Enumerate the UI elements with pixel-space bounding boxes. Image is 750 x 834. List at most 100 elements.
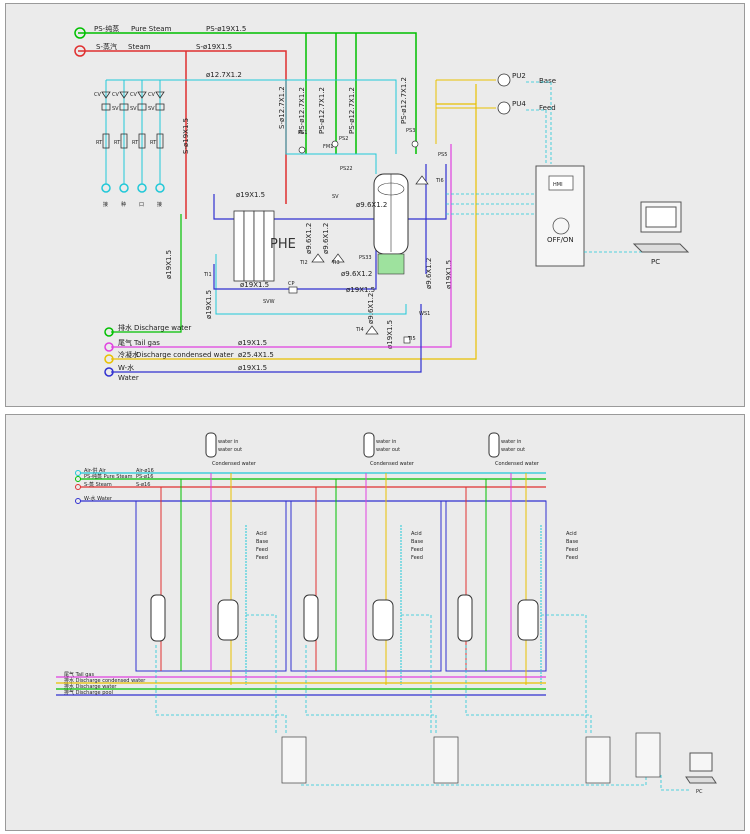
control-cabinet: [535, 165, 585, 267]
header-line-water: W-水 Water: [84, 495, 113, 502]
ps5-tag: PS5: [438, 152, 447, 158]
phe-label: PHE: [270, 237, 296, 252]
water-riser-size: ø19X1.5: [165, 250, 173, 279]
d96-size-f: ø9.6X1.2: [356, 201, 387, 209]
d19-size-f: ø19X1.5: [386, 320, 394, 349]
unit2-tap-out: water out: [376, 447, 400, 453]
sv-tag-3: SV: [148, 106, 155, 112]
pu2-name: Base: [539, 77, 556, 85]
header-line-steam: S-蒸 Steam: [84, 481, 112, 488]
bottom-process-diagram: Air-供 Air Air-ø16 PS-纯蒸 Pure Steam PS-ø1…: [56, 432, 717, 795]
rt-tag: RT: [96, 140, 103, 146]
condensed-size: ø25.4X1.5: [238, 351, 274, 359]
bottom-line-condensed: 排水 Discharge condensed water: [64, 677, 146, 684]
bottom-pc-icon: [685, 752, 717, 784]
inoculation-port-2: 种: [121, 201, 126, 208]
cv-tag: CV: [94, 92, 101, 98]
header-line-air: Air-供 Air: [84, 467, 107, 474]
unit1-tap-in: water in: [218, 439, 238, 445]
bottom-line-discharge-pool: 排气 Discharge pool: [64, 689, 113, 696]
steam-code: S-蒸汽: [96, 42, 117, 51]
ti6-tag: TI6: [435, 178, 444, 184]
ps2-tag: PS2: [339, 136, 348, 142]
inoculation-port-4: 接: [157, 201, 162, 208]
pu4-tag: PU4: [512, 100, 526, 108]
sv-tag-top: SV: [332, 194, 339, 200]
unit1-port-feed-2: Feed: [256, 555, 268, 561]
sv-tag: SV: [112, 106, 119, 112]
d96-size-a: ø9.6X1.2: [305, 223, 313, 254]
water-name: Water: [118, 374, 139, 382]
pu4-name: Feed: [539, 104, 556, 112]
unit1-condensed: Condensed water: [212, 461, 257, 467]
fm1-tag: FM1: [323, 144, 333, 150]
tail-gas-code: 尾气: [118, 338, 132, 347]
pc-icon: [632, 201, 690, 253]
svw-tag: SVW: [263, 299, 275, 305]
header-line-air-size: Air-ø16: [136, 468, 154, 474]
ws1-tag: WS1: [419, 311, 430, 317]
ps33-tag: PS33: [359, 255, 372, 261]
unit-cabinets: [281, 732, 661, 784]
d96-size-b: ø9.6X1.2: [322, 223, 330, 254]
unit2-port-acid: Acid: [411, 531, 422, 537]
water-code: W-水: [118, 363, 134, 372]
pure-steam-name: Pure Steam: [131, 25, 172, 33]
d96-size-e: ø9.6X1.2: [341, 270, 372, 278]
condensed-line: [111, 84, 477, 360]
ps3-tag: PS3: [406, 128, 415, 134]
d96-size-c: ø9.6X1.2: [367, 293, 375, 324]
unit3-condensed: Condensed water: [495, 461, 540, 467]
unit1-tap-out: water out: [218, 447, 242, 453]
bottom-panel: Air-供 Air Air-ø16 PS-纯蒸 Pure Steam PS-ø1…: [5, 414, 745, 831]
unit1-port-base: Base: [256, 539, 268, 545]
unit-1: [135, 432, 287, 685]
cv-tag-2: CV: [112, 92, 119, 98]
signal-cables: [446, 81, 646, 253]
fermenter-vessel: [373, 173, 409, 275]
hmi-label: HMI: [553, 182, 563, 188]
water-size: ø19X1.5: [238, 364, 267, 372]
steam-127-size: S-ø12.7X1.2: [278, 86, 286, 129]
bottom-discharge-lines: [56, 676, 546, 696]
tail-gas-line: [111, 144, 452, 348]
ps-127-size-d: PS-ø12.7X1.2: [400, 77, 408, 124]
bottom-line-tail-gas: 尾气 Tail gas: [64, 671, 94, 678]
cabinet-switch-label: OFF/ON: [547, 236, 574, 244]
unit-2: [290, 432, 442, 685]
bottom-signal-cables: [155, 614, 691, 791]
unit2-condensed: Condensed water: [370, 461, 415, 467]
unit2-port-feed: Feed: [411, 547, 423, 553]
size-127: ø12.7X1.2: [206, 71, 242, 79]
ti4-tag: TI4: [355, 327, 364, 333]
ti5-tag: TI5: [407, 336, 416, 342]
rt-tag-4: RT: [150, 140, 157, 146]
inoculation-valves: [101, 91, 165, 149]
header-line-ps-size: PS-ø16: [136, 474, 153, 480]
cp-tag: CP: [288, 281, 295, 287]
unit1-port-feed: Feed: [256, 547, 268, 553]
bottom-header-port-icons: [75, 470, 81, 504]
unit2-port-base: Base: [411, 539, 423, 545]
inoculation-port-3: 口: [139, 202, 144, 208]
unit3-port-feed: Feed: [566, 547, 578, 553]
bottom-line-discharge-water: 排水 Discharge water: [64, 683, 117, 690]
pure-steam-line: [78, 32, 417, 154]
ps1-tag: PS1: [298, 130, 307, 136]
d96-size-d: ø9.6X1.2: [425, 258, 433, 289]
cv-tag-4: CV: [148, 92, 155, 98]
ti2-tag: TI2: [299, 260, 308, 266]
unit3-tap-in: water in: [501, 439, 521, 445]
unit3-port-feed-2: Feed: [566, 555, 578, 561]
inoculation-port-1: 接: [103, 201, 108, 208]
steam-branch-size: S-ø19X1.5: [182, 118, 190, 154]
water-supply-line: [111, 304, 422, 373]
d19-size-i: ø19X1.5: [346, 286, 375, 294]
header-line-steam-size: S-ø16: [136, 482, 150, 488]
unit3-port-acid: Acid: [566, 531, 577, 537]
header-line-ps: PS-纯蒸 Pure Steam: [84, 473, 133, 480]
instrument-symbols: [288, 140, 429, 344]
discharge-water-code: 排水: [118, 323, 132, 332]
d19-size-h: ø19X1.5: [240, 281, 269, 289]
condensed-code: 冷凝水: [118, 350, 139, 359]
